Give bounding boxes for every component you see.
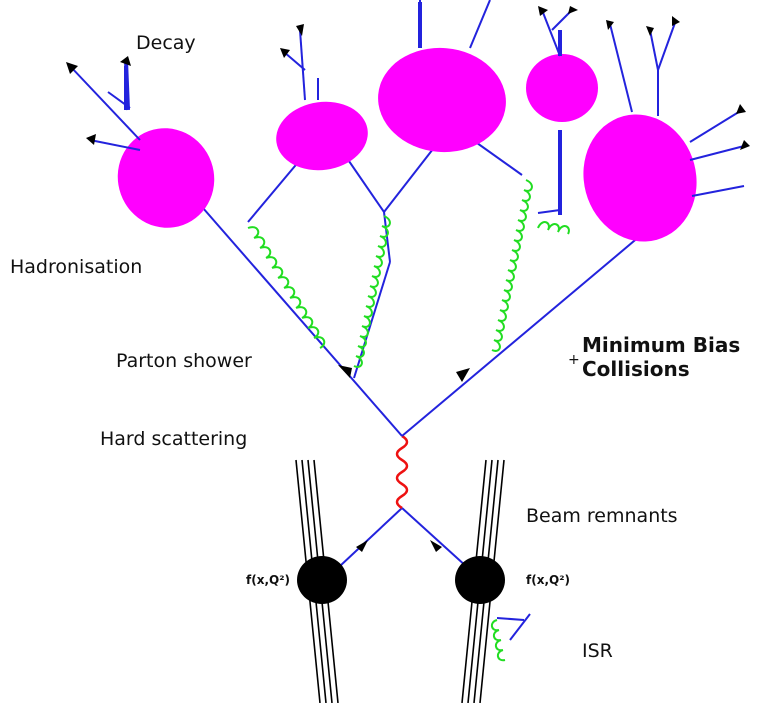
label-min-bias-plus: + (568, 352, 580, 368)
hadron-blob-4 (526, 54, 598, 122)
label-decay: Decay (136, 32, 196, 54)
arrow-shower-left (338, 365, 352, 378)
proton-blob-left (297, 556, 347, 604)
label-pdf-left: f(x,Q²) (246, 573, 290, 587)
label-pdf-right: f(x,Q²) (526, 573, 570, 587)
label-isr: ISR (582, 640, 613, 662)
label-hadronisation: Hadronisation (10, 256, 142, 278)
hard-scattering-boson (397, 436, 407, 508)
hadron-blob-5 (569, 102, 710, 255)
proton-blob-right (455, 556, 505, 604)
incoming-partons (325, 508, 478, 580)
hadron-blobs (104, 43, 711, 255)
label-beam-remnants: Beam remnants (526, 505, 678, 527)
hadron-blob-3 (374, 43, 511, 158)
gluon-springs (248, 180, 569, 660)
parton-shower-lines (196, 138, 640, 436)
hadron-blob-1 (104, 115, 228, 242)
hadron-blob-2 (272, 96, 373, 176)
label-parton-shower: Parton shower (116, 350, 252, 372)
label-min-bias-line2: Collisions (582, 357, 690, 381)
label-min-bias-line1: Minimum Bias (582, 333, 740, 357)
label-hard-scattering: Hard scattering (100, 428, 247, 450)
